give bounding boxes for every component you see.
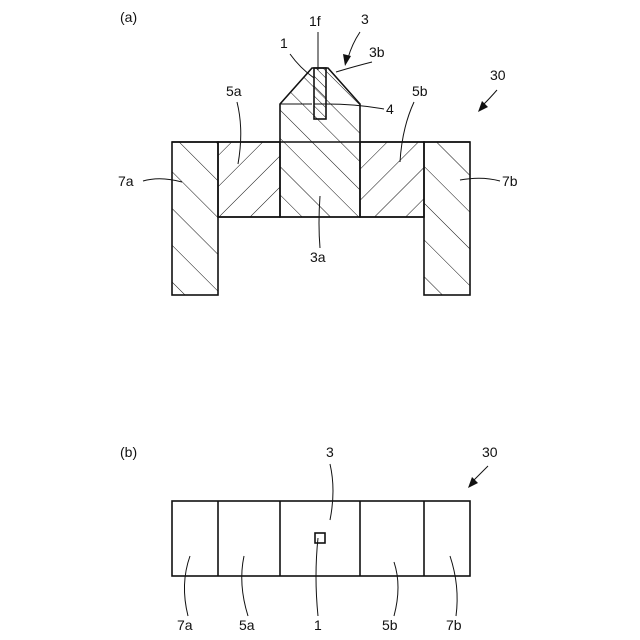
label-5b-b: 5b <box>382 617 398 633</box>
leader-3-b <box>330 464 333 520</box>
label-1f-a: 1f <box>309 13 321 29</box>
label-7a-b: 7a <box>177 617 193 633</box>
panel-a: (a) 30 1f 3 <box>118 9 518 295</box>
chip-1-b <box>315 533 325 543</box>
label-4-a: 4 <box>386 101 394 117</box>
leader-7b-b <box>450 556 457 616</box>
arrow-3-a <box>343 54 351 66</box>
label-7b-a: 7b <box>502 173 518 189</box>
arrow-30-b <box>468 477 478 488</box>
left-inner-block-5a <box>218 142 280 217</box>
label-7a-a: 7a <box>118 173 134 189</box>
right-outer-block-7b <box>424 142 470 295</box>
leader-3-a <box>348 32 360 58</box>
right-inner-block-5b <box>360 142 424 217</box>
leader-5b-b <box>394 562 398 616</box>
label-30-a: 30 <box>490 67 506 83</box>
panel-a-label: (a) <box>120 9 137 25</box>
panel-b-label: (b) <box>120 444 137 460</box>
leader-3a-a <box>319 196 320 248</box>
label-7b-b: 7b <box>446 617 462 633</box>
leader-30-a <box>484 90 497 104</box>
leader-5a-b <box>242 556 248 616</box>
label-5b-a: 5b <box>412 83 428 99</box>
label-1-a: 1 <box>280 35 288 51</box>
label-3a-a: 3a <box>310 249 326 265</box>
label-5a-a: 5a <box>226 83 242 99</box>
label-30-b: 30 <box>482 444 498 460</box>
leader-3b-a <box>336 62 372 72</box>
leader-7a-b <box>184 556 190 616</box>
label-1-b: 1 <box>314 617 322 633</box>
assembly-outline-b <box>172 501 470 576</box>
leader-1-b <box>316 538 318 616</box>
label-5a-b: 5a <box>239 617 255 633</box>
label-3-a: 3 <box>361 11 369 27</box>
panel-b: (b) 30 3 7a 5a 1 5b 7b <box>120 444 498 633</box>
label-3-b: 3 <box>326 444 334 460</box>
left-outer-block-7a <box>172 142 218 295</box>
label-3b-a: 3b <box>369 44 385 60</box>
chip-1 <box>314 68 326 119</box>
arrow-30-a <box>478 101 488 112</box>
assembly-top-view-b <box>172 501 470 576</box>
leader-30-b <box>474 466 488 480</box>
